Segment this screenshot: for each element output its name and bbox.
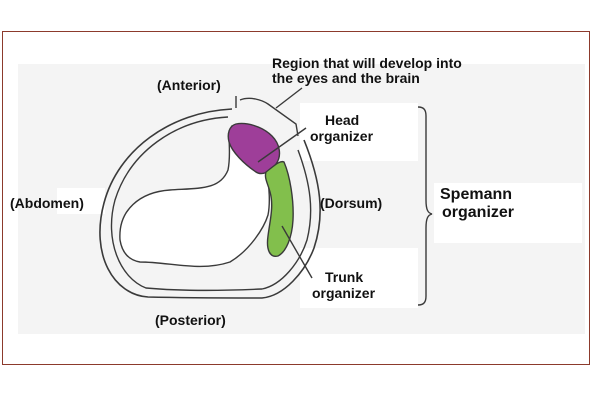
spemann-label-line1: Spemann xyxy=(440,186,513,203)
dorsum-label: (Dorsum) xyxy=(320,195,383,211)
head-leader-line xyxy=(257,127,307,163)
figure-frame xyxy=(2,31,590,365)
trunk-leader-line xyxy=(281,225,313,279)
spemann-label-box xyxy=(434,183,582,243)
trunk-label-line2: organizer xyxy=(312,285,376,301)
region-label-line2: the eyes and the brain xyxy=(272,70,420,86)
head-label-line1: Head xyxy=(325,112,360,128)
spemann-bracket xyxy=(417,106,433,306)
spemann-label-line2: organizer xyxy=(442,204,515,221)
trunk-label-box xyxy=(300,248,418,308)
head-label-box xyxy=(300,103,418,161)
anterior-label: (Anterior) xyxy=(157,77,221,93)
abdomen-label: (Abdomen) xyxy=(10,195,84,211)
region-leader-line xyxy=(275,87,303,109)
embryo-outer-outline xyxy=(99,108,321,299)
abdomen-label-box xyxy=(57,188,105,214)
head-label-line2: organizer xyxy=(310,128,374,144)
trunk-label-line1: Trunk xyxy=(325,269,364,285)
posterior-label: (Posterior) xyxy=(155,312,226,328)
region-label-line1: Region that will develop into xyxy=(272,55,462,71)
embryo-inner-outline xyxy=(110,116,312,292)
anterior-fold xyxy=(235,96,299,137)
